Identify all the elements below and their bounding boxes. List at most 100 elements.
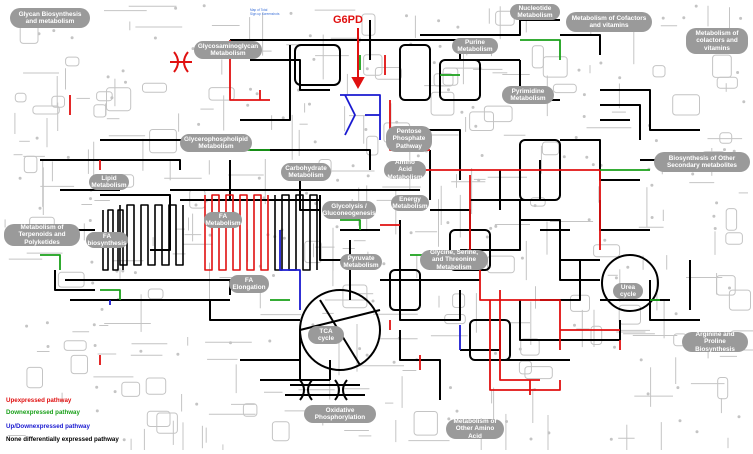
background-compound-node (405, 14, 408, 18)
background-compound-node (682, 16, 686, 20)
background-reaction-loop (361, 13, 376, 36)
label-cofactors[interactable]: Metabolism of Cofactors and vitamins (566, 12, 652, 32)
label-glycolysis[interactable]: Glycolysis / Gluconeogenesis (322, 201, 376, 219)
background-reaction-loop (106, 87, 132, 112)
label-colactors[interactable]: Metabolism of colactors and vitamins (686, 28, 748, 54)
background-compound-node (737, 415, 741, 419)
background-compound-node (395, 120, 399, 124)
background-reaction-loop (96, 91, 113, 102)
background-compound-node (351, 164, 355, 168)
label-carbohydrate[interactable]: Carbohydrate Metabolism (281, 163, 331, 181)
background-compound-node (447, 417, 451, 421)
label-pyruvate[interactable]: Pyruvate Metabolism (340, 254, 382, 270)
background-compound-node (562, 155, 566, 159)
background-reaction-loop (530, 197, 546, 207)
background-compound-node (268, 339, 272, 343)
background-reaction-loop (520, 338, 540, 356)
background-compound-node (35, 136, 39, 140)
background-reaction-loop (552, 83, 577, 94)
background-compound-node (432, 61, 436, 65)
urea-cycle-circle (601, 254, 659, 312)
background-compound-node (591, 163, 595, 167)
background-compound-node (312, 57, 316, 61)
background-compound-node (603, 238, 607, 242)
background-compound-node (289, 11, 293, 15)
background-reaction-loop (728, 289, 752, 311)
label-pentose[interactable]: Pentose Phosphate Pathway (386, 126, 432, 152)
background-reaction-loop (618, 304, 642, 325)
background-reaction-loop (26, 366, 43, 389)
background-compound-node (547, 431, 551, 435)
background-reaction-loop (145, 377, 167, 395)
label-purine[interactable]: Purine Metabolism (452, 38, 498, 54)
background-compound-node (46, 345, 50, 348)
background-reaction-loop (149, 129, 177, 154)
background-compound-node (364, 128, 368, 131)
background-reaction-loop (452, 293, 466, 308)
label-glycan-biosynthesis[interactable]: Glycan Biosynthesis and metabolism (10, 8, 90, 28)
background-reaction-loop (712, 54, 732, 78)
label-amino-acid[interactable]: Amino Acid Metabolism (384, 159, 426, 181)
background-compound-node (474, 124, 478, 128)
label-terpenoids[interactable]: Metabolism of Terpenoids and Polyketides (4, 224, 80, 246)
legend-none: None differentially expressed pathway (6, 436, 119, 443)
background-compound-node (308, 34, 312, 38)
label-glycerophospholipid[interactable]: Glycerophospholipid Metabolism (180, 134, 252, 152)
background-reaction-loop (242, 403, 258, 417)
label-nucleotide[interactable]: Nucleotide Metabolism (510, 4, 560, 20)
background-compound-node (533, 204, 537, 208)
background-compound-node (25, 324, 29, 328)
background-reaction-loop (717, 377, 729, 400)
label-arginine[interactable]: Arginine and Proline Biosynthesis (682, 331, 748, 353)
background-compound-node (639, 358, 643, 362)
label-tca[interactable]: TCA cycle (308, 326, 344, 344)
label-energy[interactable]: Energy Metabolism (391, 195, 429, 211)
label-fa-biosynthesis[interactable]: FA biosynthesis (86, 232, 128, 248)
background-reaction-loop (208, 87, 235, 101)
background-compound-node (489, 226, 493, 230)
background-compound-node (678, 419, 682, 423)
background-reaction-loop (433, 73, 454, 87)
background-reaction-loop (542, 56, 568, 78)
background-compound-node (90, 260, 94, 264)
background-reaction-loop (366, 135, 379, 156)
label-fa-metabolism[interactable]: FA Metabolism (204, 212, 242, 228)
background-reaction-loop (156, 412, 178, 434)
background-compound-node (695, 430, 699, 434)
label-other-amino-acid[interactable]: Metabolism of Other Amino Acid (446, 418, 504, 440)
background-compound-node (599, 61, 603, 65)
label-pyrimidine[interactable]: Pyrimidine Metabolism (502, 86, 554, 104)
background-compound-node (336, 178, 340, 182)
background-compound-node (520, 256, 524, 260)
label-oxphos[interactable]: Oxidative Phosphorylation (304, 405, 376, 423)
background-compound-node (392, 360, 396, 364)
label-glycine[interactable]: Glycine, Serine, and Threonine Metabolis… (420, 249, 488, 271)
background-compound-node (477, 178, 481, 182)
background-compound-node (438, 44, 442, 48)
background-compound-node (585, 155, 589, 159)
background-compound-node (194, 203, 198, 207)
background-compound-node (121, 269, 125, 273)
background-reaction-loop (719, 132, 733, 144)
background-compound-node (92, 323, 96, 327)
background-compound-node (694, 4, 698, 8)
label-lipid[interactable]: Lipid Metabolism (89, 174, 129, 190)
background-compound-node (613, 345, 616, 349)
label-glycosaminoglycan[interactable]: Glycosaminoglycan Metabolism (194, 41, 262, 59)
background-compound-node (577, 68, 581, 72)
kegg-header-line2: Sign up Screenshots (250, 11, 280, 16)
background-compound-node (308, 102, 311, 106)
background-compound-node (736, 71, 740, 74)
background-compound-node (456, 25, 460, 29)
label-secondary-metabolites[interactable]: Biosynthesis of Other Secondary metaboli… (654, 152, 750, 172)
background-compound-node (437, 19, 441, 23)
background-compound-node (153, 36, 157, 40)
label-urea[interactable]: Urea cycle (613, 283, 643, 299)
legend-upexpressed: Upexpressed pathway (6, 397, 72, 404)
label-fa-elongation[interactable]: FA Elongation (229, 275, 269, 293)
background-compound-node (654, 139, 658, 143)
background-compound-node (626, 265, 630, 269)
background-compound-node (113, 390, 117, 394)
